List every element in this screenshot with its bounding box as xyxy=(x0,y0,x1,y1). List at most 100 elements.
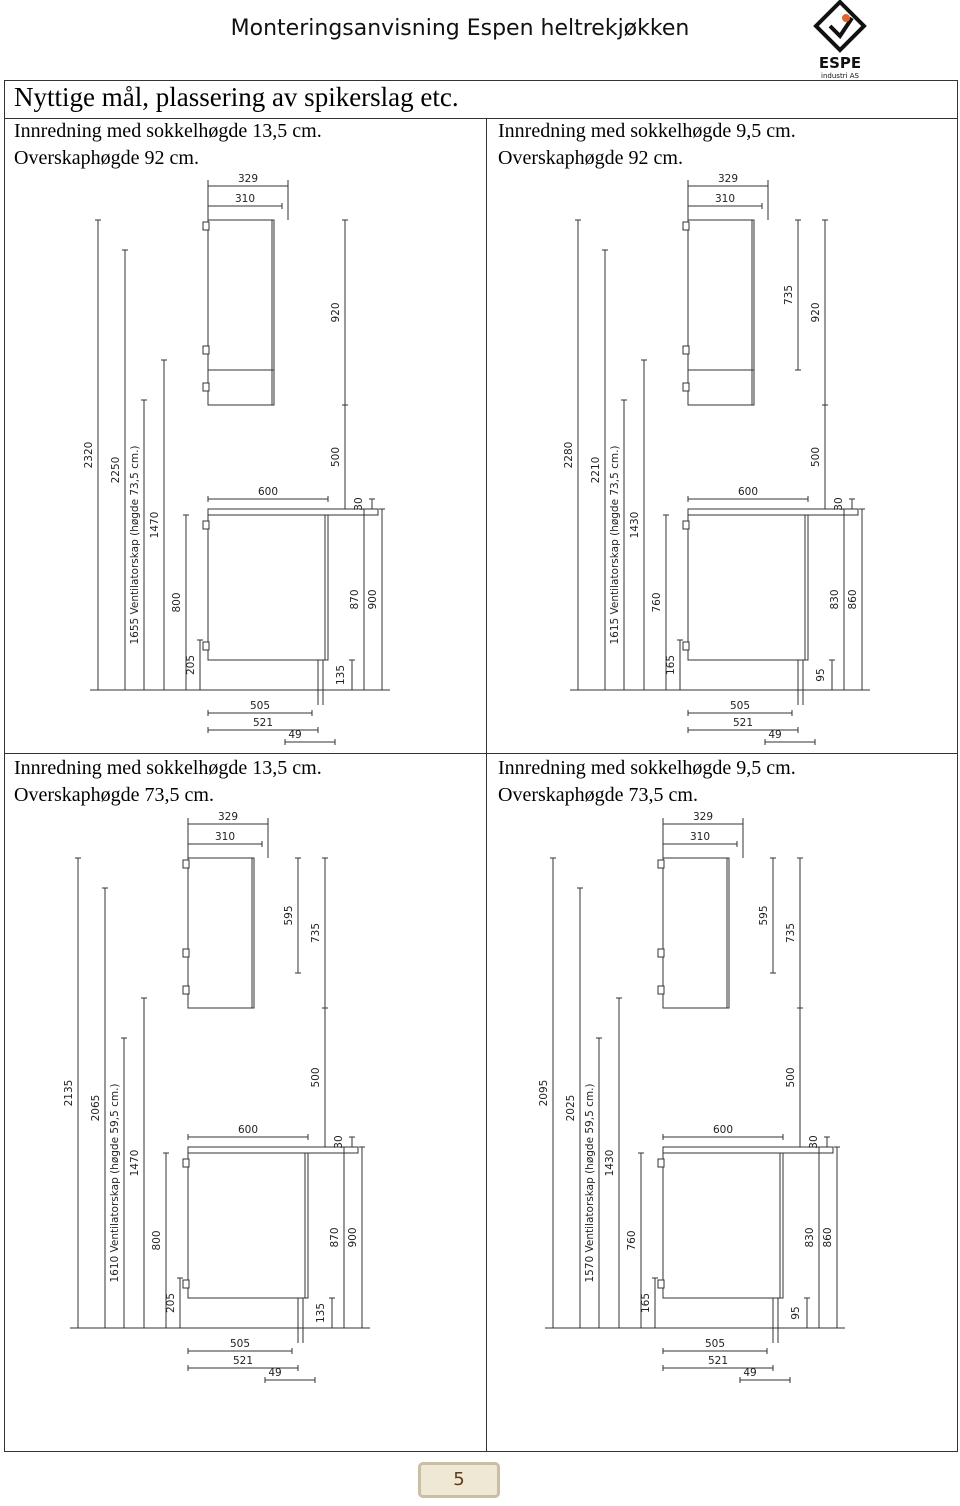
content-frame xyxy=(4,80,958,1452)
dimension-label-worktop: 30 xyxy=(353,497,365,510)
panel-4-caption-line-1: Innredning med sokkelhøgde 9,5 cm. xyxy=(498,757,796,779)
dimension-label-total: 2320 xyxy=(83,442,95,469)
espe-logo: ESPE industri AS xyxy=(812,0,868,80)
dimension-label-gap: 500 xyxy=(785,1067,797,1087)
dimension-label-upper_h: 920 xyxy=(810,302,822,322)
dimension-label-top_w1: 329 xyxy=(693,811,713,823)
document-header-title: Monteringsanvisning Espen heltrekjøkken xyxy=(230,16,690,41)
row-divider xyxy=(4,753,958,754)
wall-bracket xyxy=(182,948,190,958)
wall-bracket xyxy=(202,221,210,231)
wall-bracket xyxy=(682,641,690,651)
dimension-label-d505: 505 xyxy=(730,700,750,712)
dimension-label-upper_inner: 595 xyxy=(283,905,295,925)
dimension-label-h2250: 2210 xyxy=(590,457,602,484)
dimension-label-d505: 505 xyxy=(705,1338,725,1350)
dimension-label-gap: 500 xyxy=(310,1067,322,1087)
dimension-label-top_w2: 310 xyxy=(215,831,235,843)
dimension-label-base_w: 600 xyxy=(738,486,758,498)
upper-cabinet xyxy=(207,219,275,406)
dimension-label-h1470: 1430 xyxy=(629,512,641,539)
dimension-label-h870: 830 xyxy=(829,589,841,609)
dimension-label-top_w2: 310 xyxy=(235,193,255,205)
dimension-label-upper_h: 735 xyxy=(310,923,322,943)
wall-bracket xyxy=(202,345,210,355)
upper-cabinet xyxy=(187,857,255,1009)
title-divider xyxy=(4,118,958,119)
column-divider xyxy=(486,118,487,1452)
dimension-label-total: 2095 xyxy=(538,1080,550,1107)
panel-2-caption-line-2: Overskaphøgde 92 cm. xyxy=(498,147,683,169)
dimension-label-total: 2135 xyxy=(63,1080,75,1107)
wall-bracket xyxy=(182,859,190,869)
dimension-label-h870: 870 xyxy=(329,1227,341,1247)
wall-bracket xyxy=(657,985,665,995)
dimension-label-h870: 870 xyxy=(349,589,361,609)
dimension-label-h2250: 2065 xyxy=(90,1095,102,1122)
base-cabinet xyxy=(687,514,809,661)
dimension-label-d521: 521 xyxy=(733,717,753,729)
dimension-label-h1470: 1470 xyxy=(149,512,161,539)
wall-bracket xyxy=(657,859,665,869)
logo-text: ESPE xyxy=(819,54,861,72)
dimension-label-d521: 521 xyxy=(253,717,273,729)
dimension-label-h900: 900 xyxy=(367,589,379,609)
dimension-label-d505: 505 xyxy=(250,700,270,712)
panel-1-caption-line-1: Innredning med sokkelhøgde 13,5 cm. xyxy=(14,120,322,142)
dimension-label-plinth: 135 xyxy=(335,665,347,685)
upper-cabinet xyxy=(662,857,730,1009)
dimension-label-top_w1: 329 xyxy=(718,173,738,185)
dimension-label-h2250: 2025 xyxy=(565,1095,577,1122)
dimension-label-total: 2280 xyxy=(563,442,575,469)
dimension-label-upper_inner: 595 xyxy=(758,905,770,925)
dimension-label-vent: 1615 Ventilatorskap (høgde 73,5 cm.) xyxy=(609,445,621,644)
dimension-label-h2250: 2250 xyxy=(110,457,122,484)
panel-1-caption: Innredning med sokkelhøgde 13,5 cm. Over… xyxy=(14,118,322,172)
wall-bracket xyxy=(182,1158,190,1168)
wall-bracket xyxy=(682,520,690,530)
dimension-label-h800: 800 xyxy=(171,592,183,612)
dimension-label-h1470: 1430 xyxy=(604,1150,616,1177)
dimension-label-h900: 860 xyxy=(847,589,859,609)
dimension-label-upper_h: 920 xyxy=(330,302,342,322)
dimension-label-h800: 800 xyxy=(151,1230,163,1250)
wall-bracket xyxy=(202,382,210,392)
panel-4-caption-line-2: Overskaphøgde 73,5 cm. xyxy=(498,784,698,806)
dimension-label-gap: 500 xyxy=(330,447,342,467)
dimension-label-plinth: 95 xyxy=(790,1306,802,1319)
dimension-label-plinth: 95 xyxy=(815,668,827,681)
upper-cabinet xyxy=(687,219,755,406)
dimension-label-base_w: 600 xyxy=(238,1124,258,1136)
panel-2-caption: Innredning med sokkelhøgde 9,5 cm. Overs… xyxy=(498,118,796,172)
dimension-label-top_w2: 310 xyxy=(715,193,735,205)
dimension-label-d505: 505 xyxy=(230,1338,250,1350)
dimension-label-h205: 205 xyxy=(185,655,197,675)
dimension-label-h870: 830 xyxy=(804,1227,816,1247)
wall-bracket xyxy=(182,985,190,995)
dimension-label-top_w1: 329 xyxy=(218,811,238,823)
dimension-label-base_w: 600 xyxy=(713,1124,733,1136)
wall-bracket xyxy=(657,948,665,958)
wall-bracket xyxy=(202,641,210,651)
dimension-label-vent: 1655 Ventilatorskap (høgde 73,5 cm.) xyxy=(129,445,141,644)
dimension-label-h800: 760 xyxy=(626,1230,638,1250)
dimension-label-d521: 521 xyxy=(233,1355,253,1367)
panel-3-caption-line-2: Overskaphøgde 73,5 cm. xyxy=(14,784,214,806)
dimension-label-h205: 165 xyxy=(640,1293,652,1313)
base-cabinet xyxy=(662,1152,784,1299)
dimension-label-d49: 49 xyxy=(288,729,301,741)
dimension-label-upper_inner: 735 xyxy=(783,285,795,305)
dimension-label-top_w1: 329 xyxy=(238,173,258,185)
base-cabinet xyxy=(207,514,329,661)
dimension-label-upper_h: 735 xyxy=(785,923,797,943)
wall-bracket xyxy=(202,520,210,530)
dimension-label-d521: 521 xyxy=(708,1355,728,1367)
